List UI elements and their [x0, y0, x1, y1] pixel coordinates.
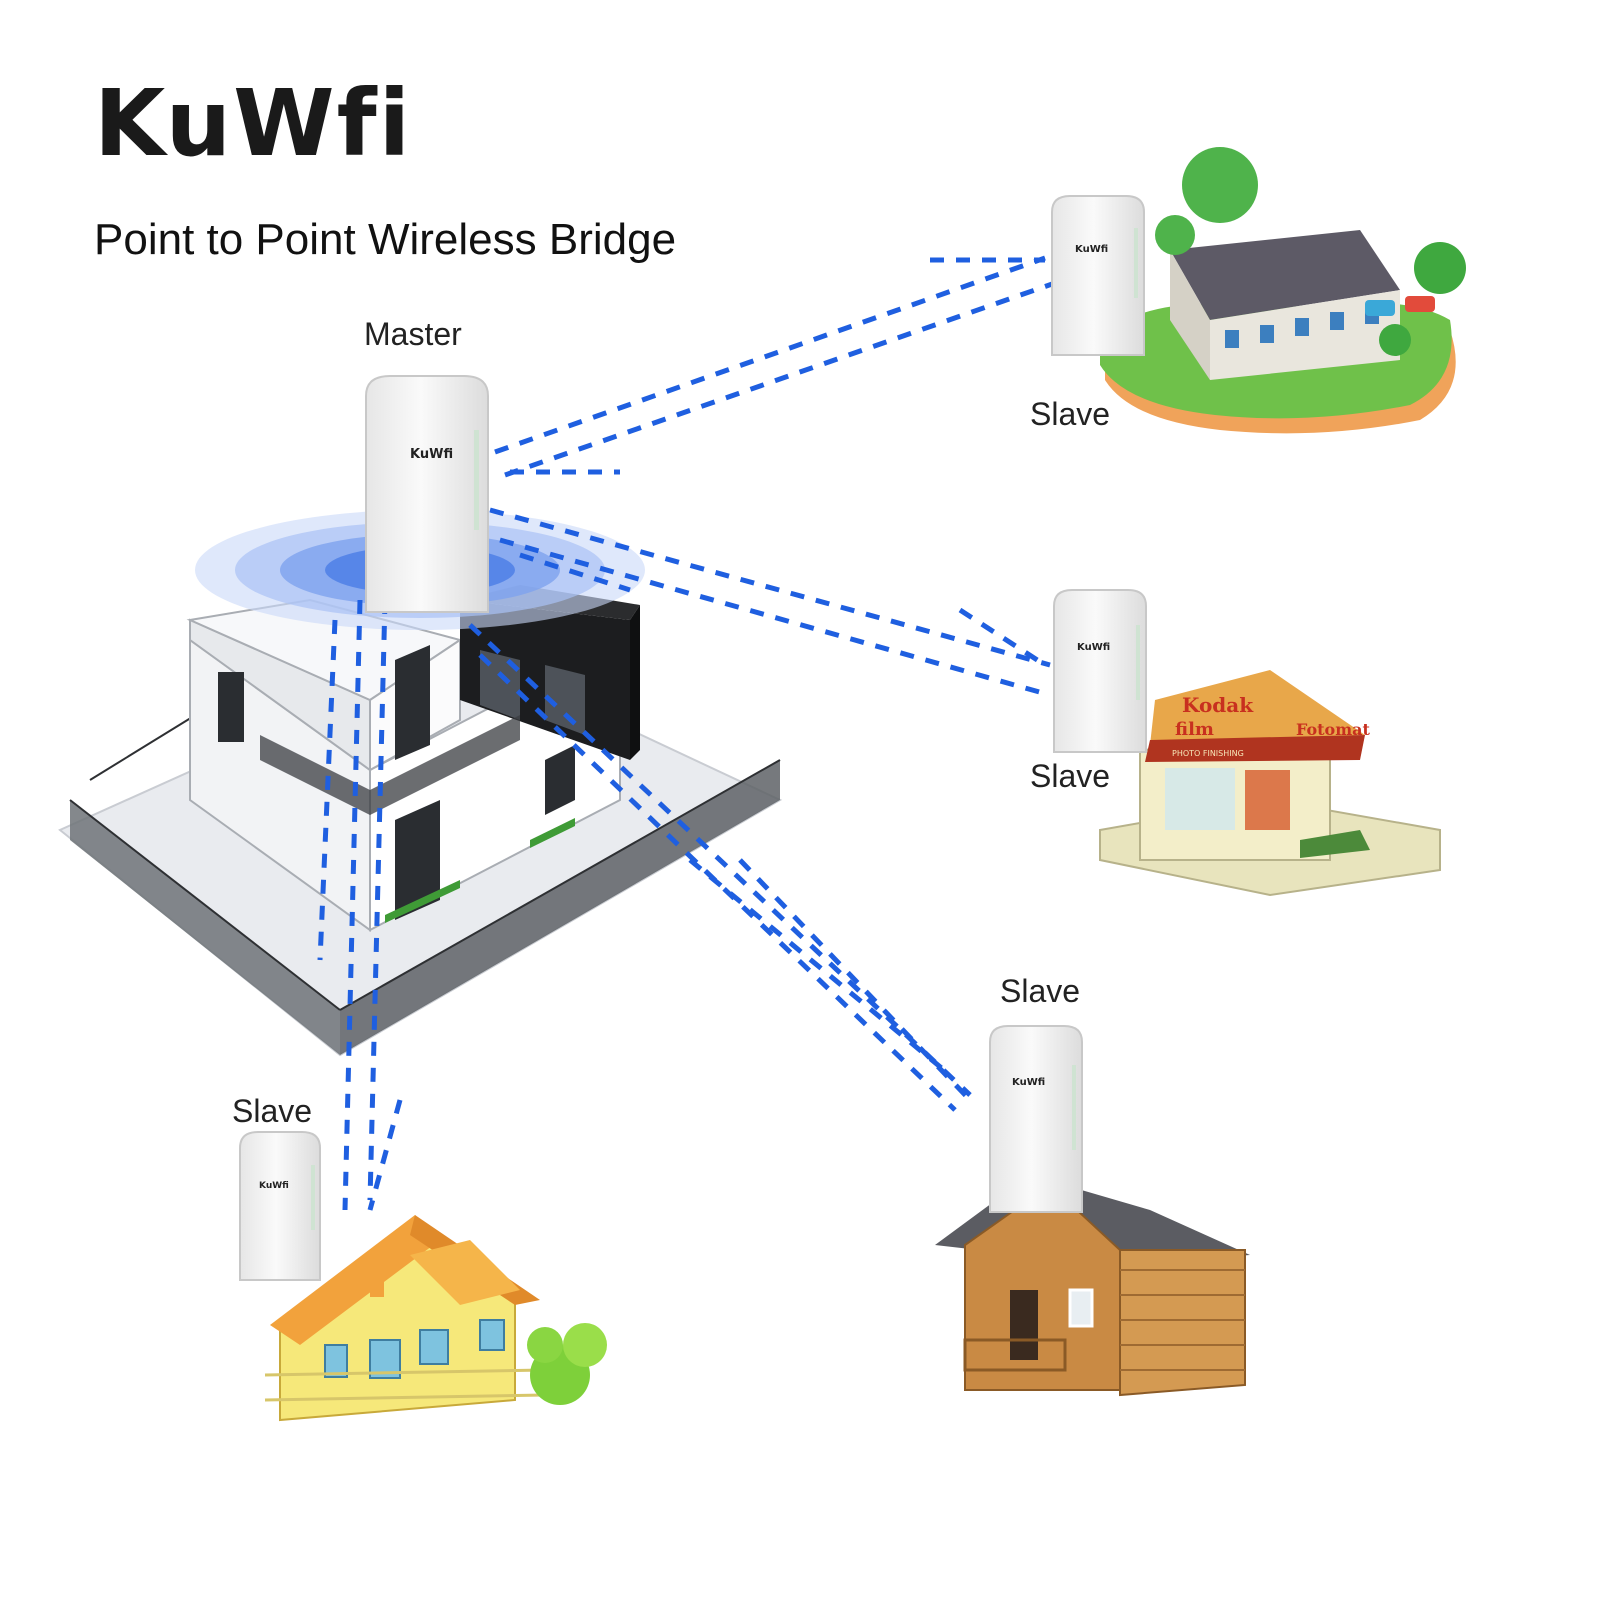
- slave-1-building: [1100, 147, 1466, 434]
- slave-2-building: Kodak film Fotomat PHOTO FINISHING: [1099, 670, 1441, 897]
- slave-4-device-logo: KuWfi: [259, 1181, 289, 1191]
- link-slave-2-d: [519, 552, 631, 593]
- kiosk-sign-kodak: Kodak: [1182, 693, 1254, 717]
- label-slave-4: Slave: [232, 1093, 313, 1129]
- link-slave-1-b: [504, 280, 1056, 478]
- link-slave-3-a: [468, 623, 972, 1097]
- label-slave-3: Slave: [1000, 973, 1081, 1009]
- link-slave-4-d: [367, 1099, 403, 1211]
- slave-2-device-logo: KuWfi: [1077, 642, 1110, 653]
- page-title: Point to Point Wireless Bridge: [94, 215, 677, 264]
- label-slave-1: Slave: [1030, 396, 1111, 432]
- slave-1-device-logo: KuWfi: [1075, 244, 1108, 255]
- wireless-link-lines: [317, 255, 1056, 1211]
- slave-4-device: KuWfi: [239, 1131, 321, 1281]
- link-slave-2-b: [499, 537, 1051, 698]
- master-building: [58, 585, 783, 1057]
- link-slave-4-c: [317, 619, 338, 961]
- link-slave-2-c: [958, 607, 1047, 668]
- link-slave-1-a: [494, 255, 1046, 455]
- kiosk-sign-fotomat: Fotomat: [1296, 720, 1371, 739]
- link-slave-4-b: [367, 599, 388, 1201]
- slave-3-building: [935, 1175, 1250, 1397]
- link-slave-3-d: [738, 858, 972, 1102]
- slave-3-device-logo: KuWfi: [1012, 1077, 1045, 1088]
- link-slave-3-c: [688, 858, 952, 1077]
- kiosk-sign-banner: PHOTO FINISHING: [1172, 749, 1244, 758]
- kiosk-sign-film: film: [1175, 719, 1214, 740]
- link-slave-2-a: [489, 507, 1051, 668]
- link-slave-3-b: [478, 653, 957, 1112]
- label-slave-2: Slave: [1030, 758, 1111, 794]
- kuwfi-logo: KuWfi: [94, 70, 413, 177]
- label-master: Master: [364, 316, 462, 352]
- master-device-logo: KuWfi: [410, 447, 453, 462]
- slave-1-device: KuWfi: [1051, 195, 1145, 356]
- slave-3-device: KuWfi: [989, 1025, 1083, 1213]
- master-device: KuWfi: [365, 375, 489, 613]
- slave-4-building: [264, 1215, 607, 1422]
- slave-2-device: KuWfi: [1053, 589, 1147, 753]
